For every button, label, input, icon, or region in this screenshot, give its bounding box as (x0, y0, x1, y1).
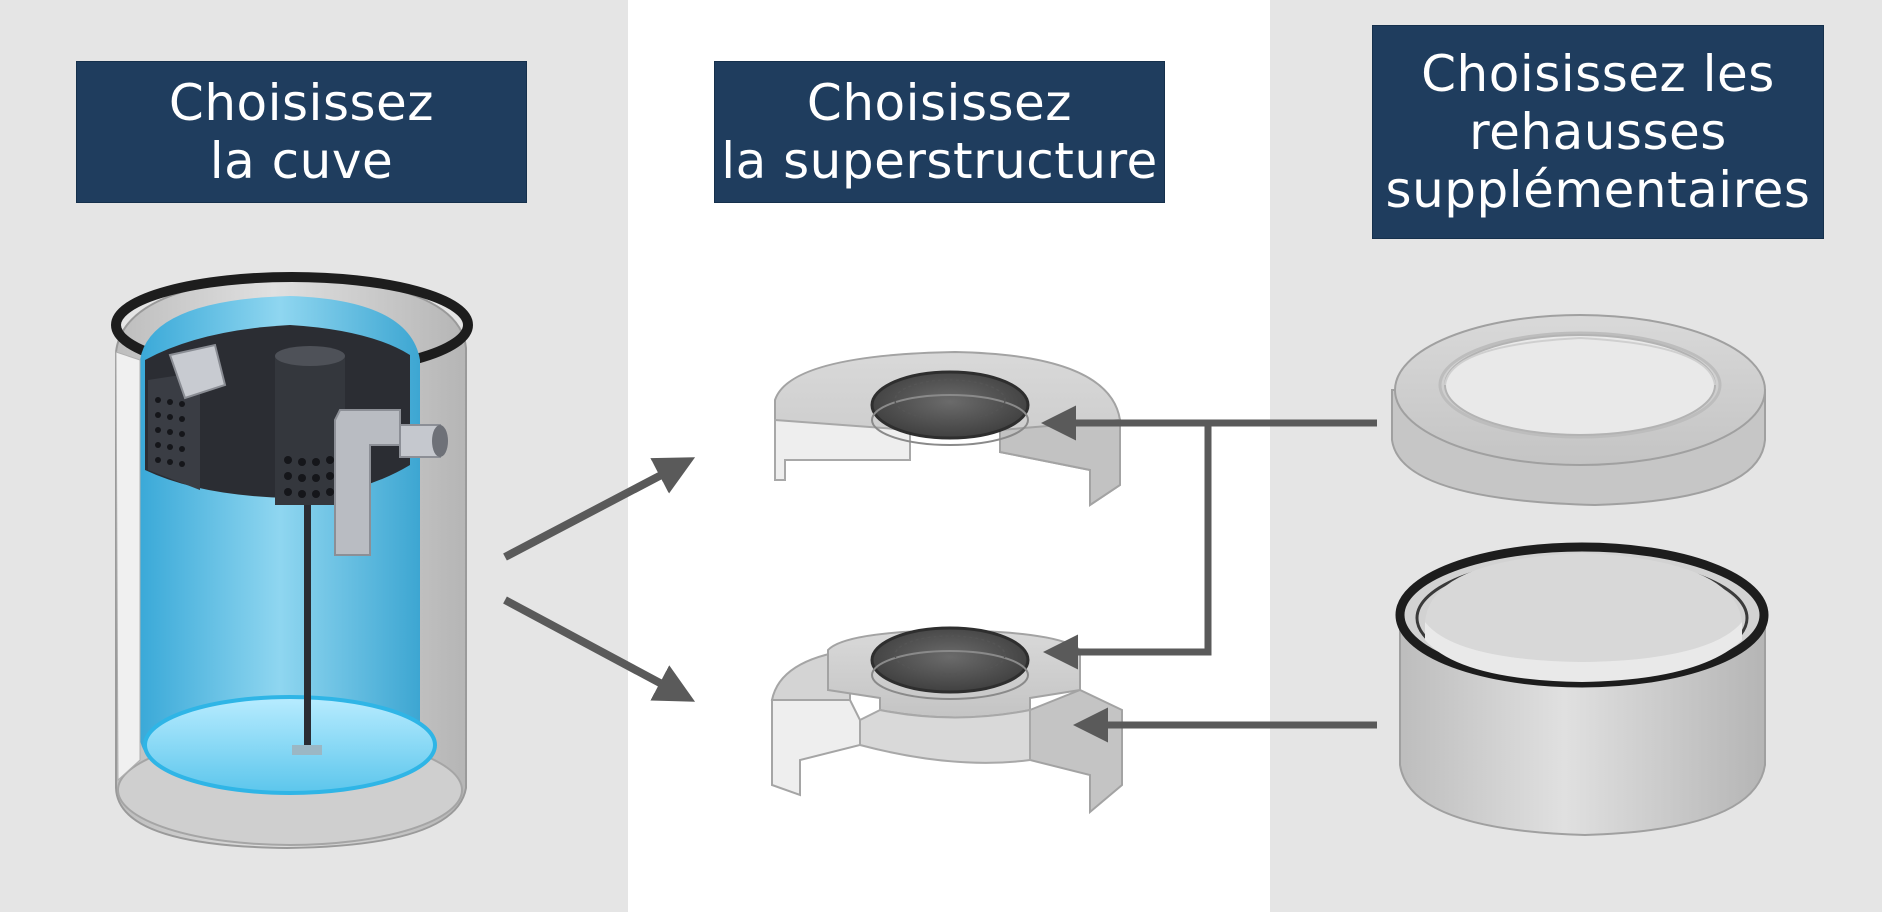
step-2-header: Choisissez la superstructure (714, 61, 1165, 203)
step-2-line-1: Choisissez (806, 74, 1073, 132)
extension-tall-ring-illustration (1395, 542, 1769, 837)
tank-cutaway-illustration (111, 272, 473, 850)
step-3-line-3: supplémentaires (1385, 161, 1811, 219)
step-1-header: Choisissez la cuve (76, 61, 527, 203)
step-3-line-2: rehausses (1469, 103, 1727, 161)
step-3-header: Choisissez les rehausses supplémentaires (1372, 25, 1824, 239)
superstructure-stepped-illustration (770, 626, 1123, 815)
tank-to-superstructure-arrows (503, 457, 696, 702)
extension-to-superstructure-arrows (1041, 405, 1377, 743)
superstructure-slab-illustration (774, 350, 1121, 507)
step-3-line-1: Choisissez les (1421, 45, 1775, 103)
step-1-line-1: Choisissez (168, 74, 435, 132)
extension-flat-ring-illustration (1391, 314, 1766, 507)
step-1-line-2: la cuve (209, 132, 394, 190)
step-2-line-2: la superstructure (721, 132, 1158, 190)
